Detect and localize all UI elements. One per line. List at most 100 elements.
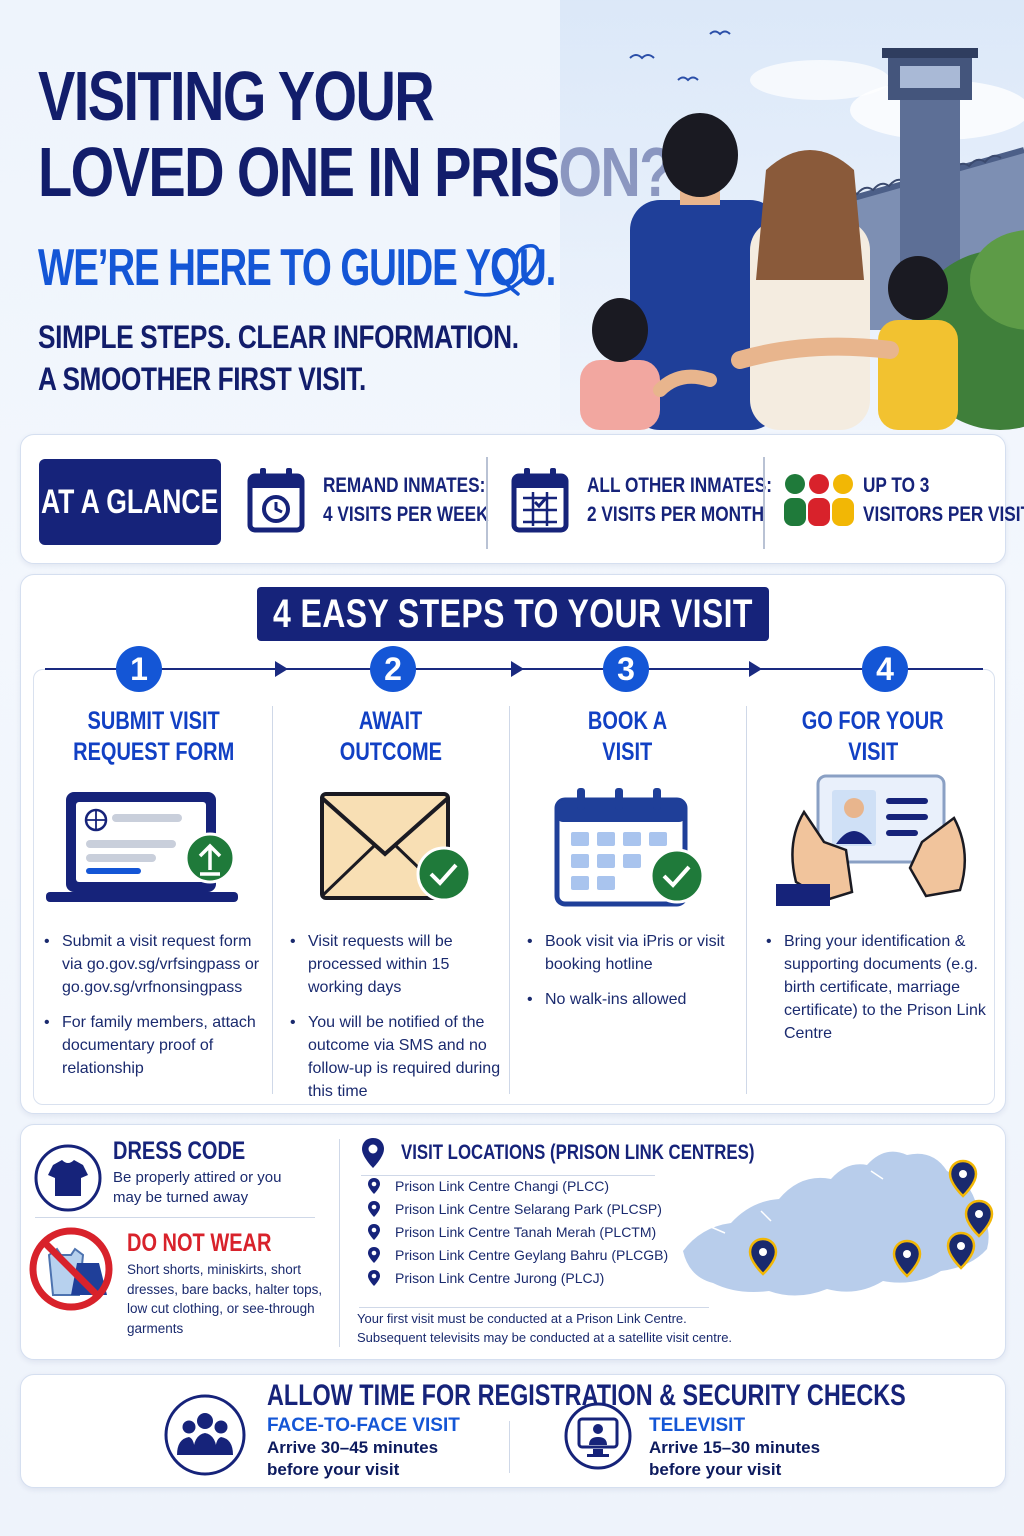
bird-icon [677, 76, 699, 82]
step-divider [746, 706, 747, 1094]
televisit-line1: Arrive 15–30 minutes [649, 1438, 821, 1457]
glance-other-line2: 2 VISITS PER MONTH [587, 503, 765, 526]
glance-other-line1: ALL OTHER INMATES: [587, 474, 772, 497]
at-a-glance-panel: AT A GLANCE REMAND INMATES: 4 VISITS PER… [20, 434, 1024, 564]
face-to-face-block: FACE-TO-FACE VISIT Arrive 30–45 minutes … [267, 1415, 460, 1481]
hero-tagline: SIMPLE STEPS. CLEAR INFORMATION. A SMOOT… [38, 316, 519, 400]
map-pin-icon [946, 1231, 976, 1270]
heart-icon [464, 244, 541, 297]
map-pin-icon [362, 1138, 384, 1168]
arrow-right-icon [749, 661, 762, 677]
hero-subtitle-text: WE’RE HERE TO GUIDE YOU. [38, 239, 556, 297]
step-divider [272, 706, 273, 1094]
step-3-bullets: Book visit via iPris or visit booking ho… [527, 930, 741, 1023]
map-pin-icon [948, 1159, 978, 1198]
arrow-right-icon [511, 661, 524, 677]
map-pin-icon [368, 1178, 380, 1194]
step-2: AWAIT OUTCOME Visit requests will be pro… [272, 706, 509, 1166]
step-number-1: 1 [116, 646, 162, 692]
step-divider [509, 706, 510, 1094]
calendar-check-icon [554, 788, 705, 907]
do-not-wear-block: DO NOT WEAR Short shorts, miniskirts, sh… [127, 1229, 323, 1338]
location-item-label: Prison Link Centre Tanah Merah (PLCTM) [395, 1224, 657, 1240]
step-4-bullet: Bring your identification & supporting d… [766, 930, 998, 1045]
location-item: Prison Link Centre Jurong (PLCJ) [367, 1267, 604, 1289]
calendar-clock-icon [247, 468, 305, 533]
dress-divider [35, 1217, 315, 1218]
do-not-wear-desc: Short shorts, miniskirts, short dresses,… [127, 1262, 323, 1336]
glance-item-other: ALL OTHER INMATES: 2 VISITS PER MONTH [511, 455, 813, 545]
map-pin-icon [368, 1224, 380, 1240]
televisit-line2: before your visit [649, 1460, 782, 1479]
do-not-wear-title: DO NOT WEAR [127, 1229, 272, 1257]
location-item-label: Prison Link Centre Geylang Bahru (PLCGB) [395, 1247, 669, 1263]
calendar-check-icon [511, 468, 569, 533]
map-pin-icon [964, 1199, 994, 1238]
face-to-face-label: FACE-TO-FACE VISIT [267, 1415, 460, 1436]
dress-code-block: DRESS CODE Be properly attired or you ma… [113, 1137, 301, 1208]
step-1-bullet: Submit a visit request form via go.gov.s… [44, 930, 266, 999]
locations-note-line2: Subsequent televisits may be conducted a… [357, 1330, 733, 1345]
hero-section: VISITING YOUR LOVED ONE IN PRISON? WE’RE… [0, 0, 1024, 430]
televisit-label: TELEVISIT [649, 1415, 746, 1436]
step-1-bullets: Submit a visit request form via go.gov.s… [44, 930, 266, 1092]
allow-time-panel: ALLOW TIME FOR REGISTRATION & SECURITY C… [20, 1374, 1006, 1488]
hero-title-line1: VISITING YOUR [38, 57, 435, 135]
glance-item-visitors: UP TO 3 VISITORS PER VISIT [783, 455, 1024, 545]
steps-banner: 4 EASY STEPS TO YOUR VISIT [257, 587, 769, 641]
hero-tagline-line1: SIMPLE STEPS. CLEAR INFORMATION. [38, 319, 519, 355]
face-to-face-line1: Arrive 30–45 minutes [267, 1438, 439, 1457]
step-1-bullet: For family members, attach documentary p… [44, 1011, 266, 1080]
glance-item-remand: REMAND INMATES: 4 VISITS PER WEEK [247, 455, 525, 545]
location-item: Prison Link Centre Selarang Park (PLCSP) [367, 1198, 662, 1220]
locations-note-line1: Your first visit must be conducted at a … [357, 1311, 687, 1326]
hero-subtitle: WE’RE HERE TO GUIDE YOU. [38, 238, 556, 298]
step-3-bullet: Book visit via iPris or visit booking ho… [527, 930, 741, 976]
step-4-title: GO FOR YOUR VISIT [802, 707, 944, 766]
glance-visitors-line2: VISITORS PER VISIT [863, 503, 1024, 526]
allow-time-title: ALLOW TIME FOR REGISTRATION & SECURITY C… [267, 1379, 906, 1412]
note-divider [359, 1307, 709, 1308]
section-divider [339, 1139, 340, 1347]
step-2-bullet: Visit requests will be processed within … [290, 930, 504, 999]
face-to-face-line2: before your visit [267, 1460, 400, 1479]
step-2-bullet: You will be notified of the outcome via … [290, 1011, 504, 1103]
three-visitors-icon [784, 474, 854, 526]
map-pin-icon [368, 1270, 380, 1286]
prohibited-clothing-icon [29, 1227, 113, 1311]
map-pin-icon [368, 1201, 380, 1217]
map-pin-icon [368, 1247, 380, 1263]
dress-code-desc: Be properly attired or you may be turned… [113, 1169, 282, 1206]
step-2-title: AWAIT OUTCOME [339, 707, 442, 766]
glance-remand-line2: 4 VISITS PER WEEK [323, 503, 489, 526]
step-1: SUBMIT VISIT REQUEST FORM Submit a visit… [36, 706, 272, 1166]
bird-icon [709, 30, 731, 36]
location-item: Prison Link Centre Changi (PLCC) [367, 1175, 609, 1197]
location-item-label: Prison Link Centre Selarang Park (PLCSP) [395, 1201, 662, 1217]
dress-code-title: DRESS CODE [113, 1137, 246, 1165]
step-number-3: 3 [603, 646, 649, 692]
location-item: Prison Link Centre Tanah Merah (PLCTM) [367, 1221, 656, 1243]
glance-remand-line1: REMAND INMATES: [323, 474, 486, 497]
map-pin-icon [892, 1239, 922, 1278]
dress-and-locations-panel: DRESS CODE Be properly attired or you ma… [20, 1124, 1006, 1360]
step-number-2: 2 [370, 646, 416, 692]
at-a-glance-label: AT A GLANCE [41, 482, 219, 521]
location-item-label: Prison Link Centre Jurong (PLCJ) [395, 1270, 605, 1286]
bird-icon [629, 54, 655, 60]
step-3-bullet: No walk-ins allowed [527, 988, 741, 1011]
glance-visitors-line1: UP TO 3 [863, 474, 930, 497]
singapore-map [683, 1151, 994, 1296]
group-people-icon [164, 1394, 246, 1476]
steps-banner-text: 4 EASY STEPS TO YOUR VISIT [273, 591, 753, 636]
locations-title: VISIT LOCATIONS (PRISON LINK CENTRES) [401, 1141, 755, 1164]
step-3: BOOK A VISIT Book visit via iPris or vis… [509, 706, 746, 1166]
arrow-right-icon [275, 661, 288, 677]
map-pin-icon [748, 1237, 778, 1276]
step-1-title: SUBMIT VISIT REQUEST FORM [73, 707, 235, 766]
locations-note: Your first visit must be conducted at a … [357, 1309, 732, 1347]
envelope-check-icon [320, 792, 472, 902]
step-number-4: 4 [862, 646, 908, 692]
step-4: GO FOR YOUR VISIT Bring your identificat… [746, 706, 1000, 1166]
location-item: Prison Link Centre Geylang Bahru (PLCGB) [367, 1244, 668, 1266]
